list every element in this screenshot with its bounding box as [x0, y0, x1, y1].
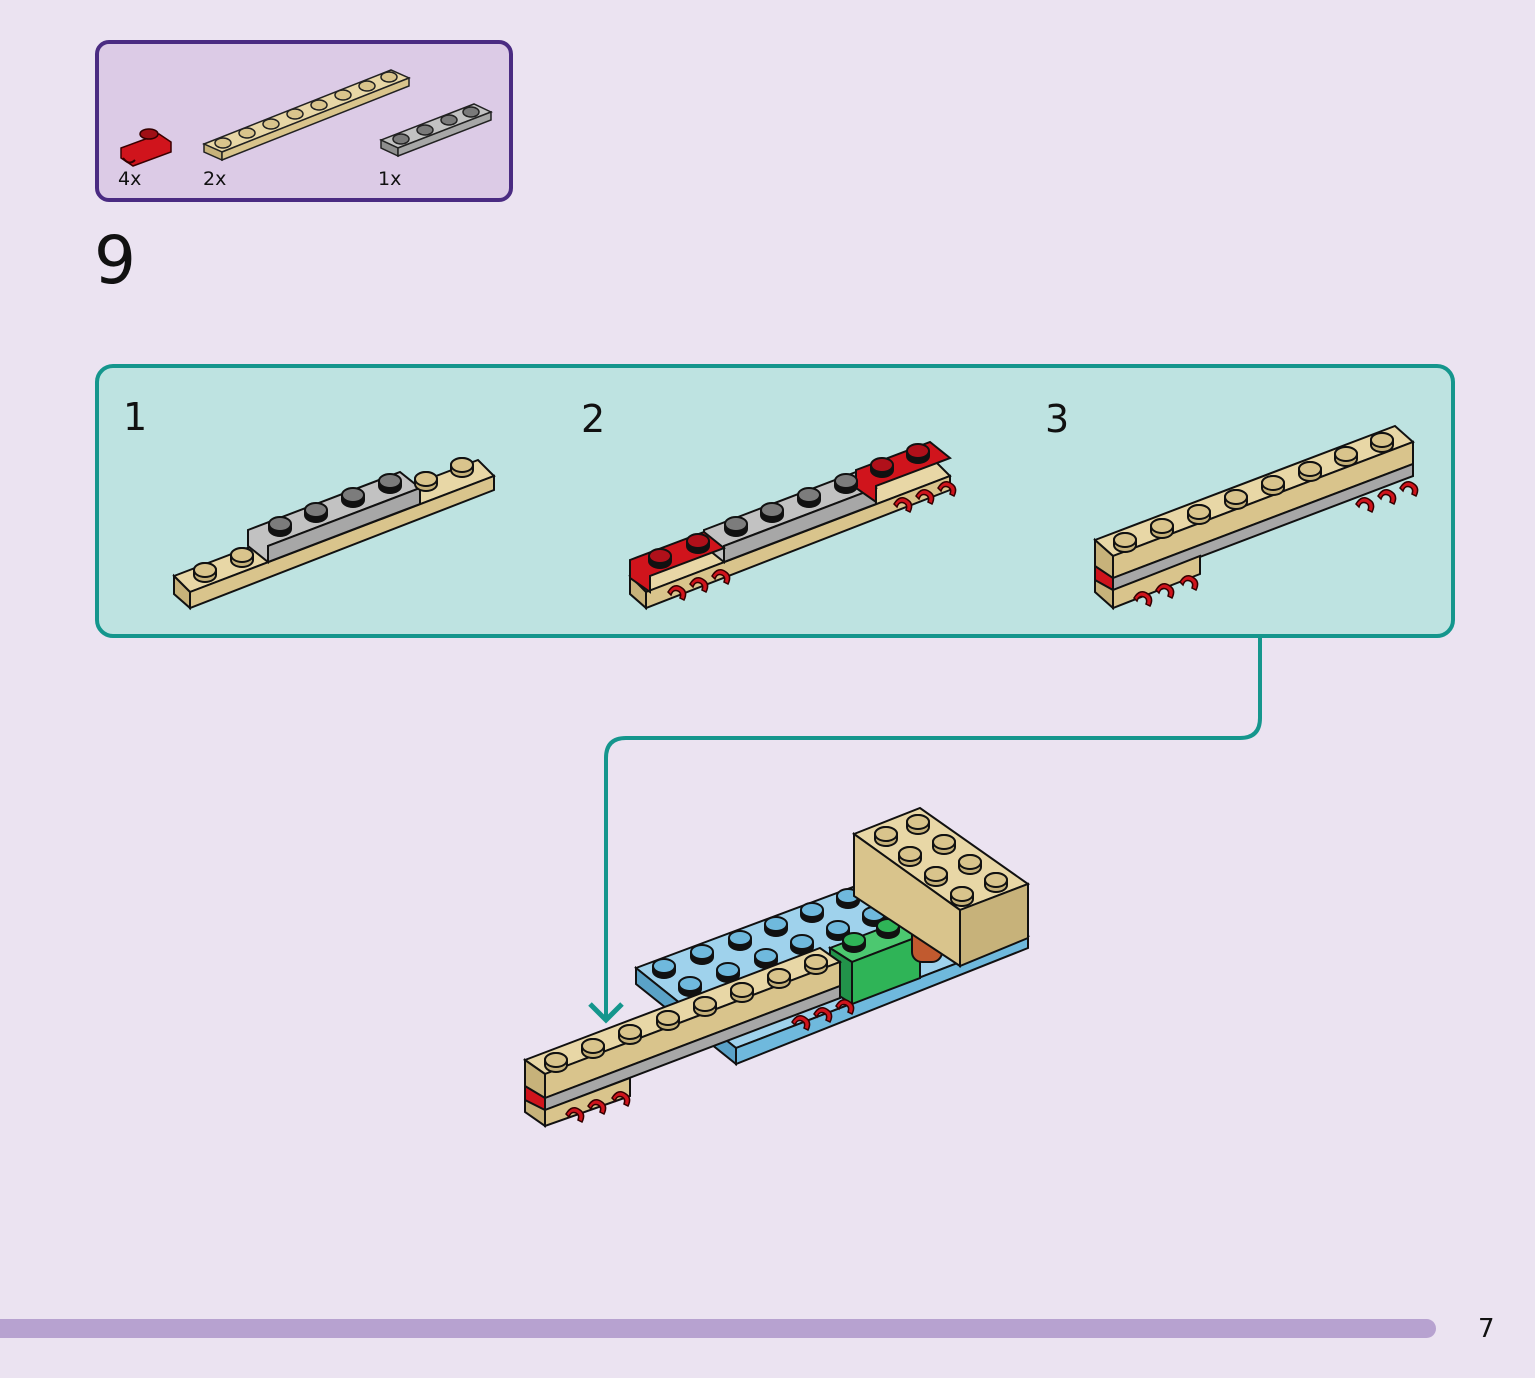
arrow-head-icon	[588, 1002, 624, 1024]
gray-1x4-plate-icon	[379, 103, 493, 158]
red-clip-plate-icon	[120, 128, 172, 167]
substep-number: 3	[1045, 397, 1070, 441]
substep-2-model	[628, 440, 957, 611]
step-number: 9	[94, 222, 136, 299]
progress-bar	[0, 1319, 1436, 1338]
part-quantity: 2x	[203, 168, 227, 190]
substep-number: 2	[581, 397, 606, 441]
part-quantity: 1x	[378, 168, 402, 190]
main-model	[522, 806, 1031, 1128]
part-quantity: 4x	[118, 168, 142, 190]
substep-3-model	[1093, 424, 1419, 611]
page-number: 7	[1478, 1314, 1495, 1344]
connector-arrow	[604, 638, 1262, 1018]
substep-1-model	[172, 457, 496, 611]
substep-number: 1	[123, 395, 148, 439]
parts-illustration	[120, 69, 493, 167]
parts-list-callout: 4x 2x 1x	[95, 40, 513, 202]
tan-1x8-plate-icon	[202, 69, 411, 162]
